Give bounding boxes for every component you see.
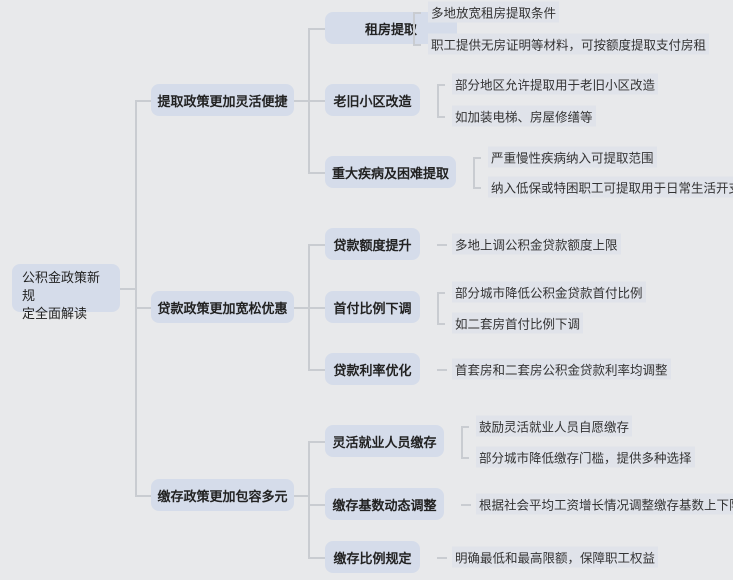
connector-line bbox=[308, 307, 325, 309]
connector-line bbox=[437, 84, 445, 86]
branch-node[interactable]: 提取政策更加灵活便捷 bbox=[151, 84, 294, 116]
connector-line bbox=[135, 495, 151, 497]
leaf-item[interactable]: 部分城市降低缴存门槛，提供多种选择 bbox=[476, 446, 695, 468]
leaf-item[interactable]: 部分地区允许提取用于老旧小区改造 bbox=[452, 73, 659, 95]
connector-line bbox=[308, 100, 325, 102]
connector-line bbox=[437, 292, 439, 323]
connector-line bbox=[308, 244, 325, 246]
connector-line bbox=[135, 100, 137, 495]
connector-line bbox=[308, 172, 325, 174]
root-line1: 公积金政策新规 bbox=[22, 271, 101, 304]
leaf-item[interactable]: 如加装电梯、房屋修缮等 bbox=[452, 105, 596, 127]
topic-node[interactable]: 首付比例下调 bbox=[325, 291, 420, 323]
connector-line bbox=[461, 426, 469, 428]
branch-node[interactable]: 贷款政策更加宽松优惠 bbox=[151, 291, 294, 323]
leaf-item[interactable]: 职工提供无房证明等材料，可按额度提取支付房租 bbox=[428, 33, 710, 55]
topic-node[interactable]: 缴存基数动态调整 bbox=[325, 488, 444, 520]
connector-line bbox=[473, 157, 475, 187]
topic-node[interactable]: 贷款额度提升 bbox=[325, 228, 420, 260]
connector-line bbox=[437, 557, 447, 559]
connector-line bbox=[461, 457, 469, 459]
topic-node[interactable]: 老旧小区改造 bbox=[325, 84, 420, 116]
leaf-item[interactable]: 如二套房首付比例下调 bbox=[452, 312, 584, 334]
connector-line bbox=[413, 12, 421, 14]
connector-line bbox=[294, 100, 308, 102]
connector-line bbox=[437, 84, 439, 116]
connector-line bbox=[461, 426, 463, 457]
connector-line bbox=[308, 369, 325, 371]
connector-line bbox=[461, 504, 471, 506]
topic-node[interactable]: 缴存比例规定 bbox=[325, 541, 420, 573]
leaf-item[interactable]: 鼓励灵活就业人员自愿缴存 bbox=[476, 415, 633, 437]
connector-line bbox=[135, 307, 151, 309]
connector-line bbox=[308, 244, 310, 369]
leaf-item[interactable]: 首套房和二套房公积金贷款利率均调整 bbox=[452, 358, 671, 380]
leaf-item[interactable]: 根据社会平均工资增长情况调整缴存基数上下限 bbox=[476, 493, 733, 515]
connector-line bbox=[473, 157, 481, 159]
connector-line bbox=[308, 28, 325, 30]
topic-node[interactable]: 贷款利率优化 bbox=[325, 353, 420, 385]
connector-line bbox=[135, 100, 151, 102]
connector-line bbox=[308, 441, 310, 557]
branch-node[interactable]: 缴存政策更加包容多元 bbox=[151, 479, 294, 511]
connector-line bbox=[437, 323, 445, 325]
connector-line bbox=[308, 557, 325, 559]
topic-node[interactable]: 灵活就业人员缴存 bbox=[325, 425, 444, 457]
topic-node[interactable]: 重大疾病及困难提取 bbox=[325, 156, 456, 188]
root-node[interactable]: 公积金政策新规 定全面解读 bbox=[12, 264, 120, 322]
root-line2: 定全面解读 bbox=[22, 307, 88, 322]
leaf-item[interactable]: 多地放宽租房提取条件 bbox=[428, 1, 560, 23]
connector-line bbox=[413, 12, 415, 44]
connector-line bbox=[437, 292, 445, 294]
connector-line bbox=[120, 288, 135, 290]
leaf-item[interactable]: 明确最低和最高限额，保障职工权益 bbox=[452, 546, 659, 568]
connector-line bbox=[294, 495, 308, 497]
connector-line bbox=[413, 44, 421, 46]
connector-line bbox=[473, 187, 481, 189]
leaf-item[interactable]: 多地上调公积金贷款额度上限 bbox=[452, 233, 621, 255]
connector-line bbox=[437, 369, 447, 371]
connector-line bbox=[437, 244, 447, 246]
connector-line bbox=[437, 116, 445, 118]
connector-line bbox=[308, 504, 325, 506]
connector-line bbox=[308, 441, 325, 443]
leaf-item[interactable]: 纳入低保或特困职工可提取用于日常生活开支 bbox=[488, 176, 733, 198]
leaf-item[interactable]: 部分城市降低公积金贷款首付比例 bbox=[452, 281, 646, 303]
leaf-item[interactable]: 严重慢性疾病纳入可提取范围 bbox=[488, 146, 657, 168]
connector-line bbox=[294, 307, 308, 309]
